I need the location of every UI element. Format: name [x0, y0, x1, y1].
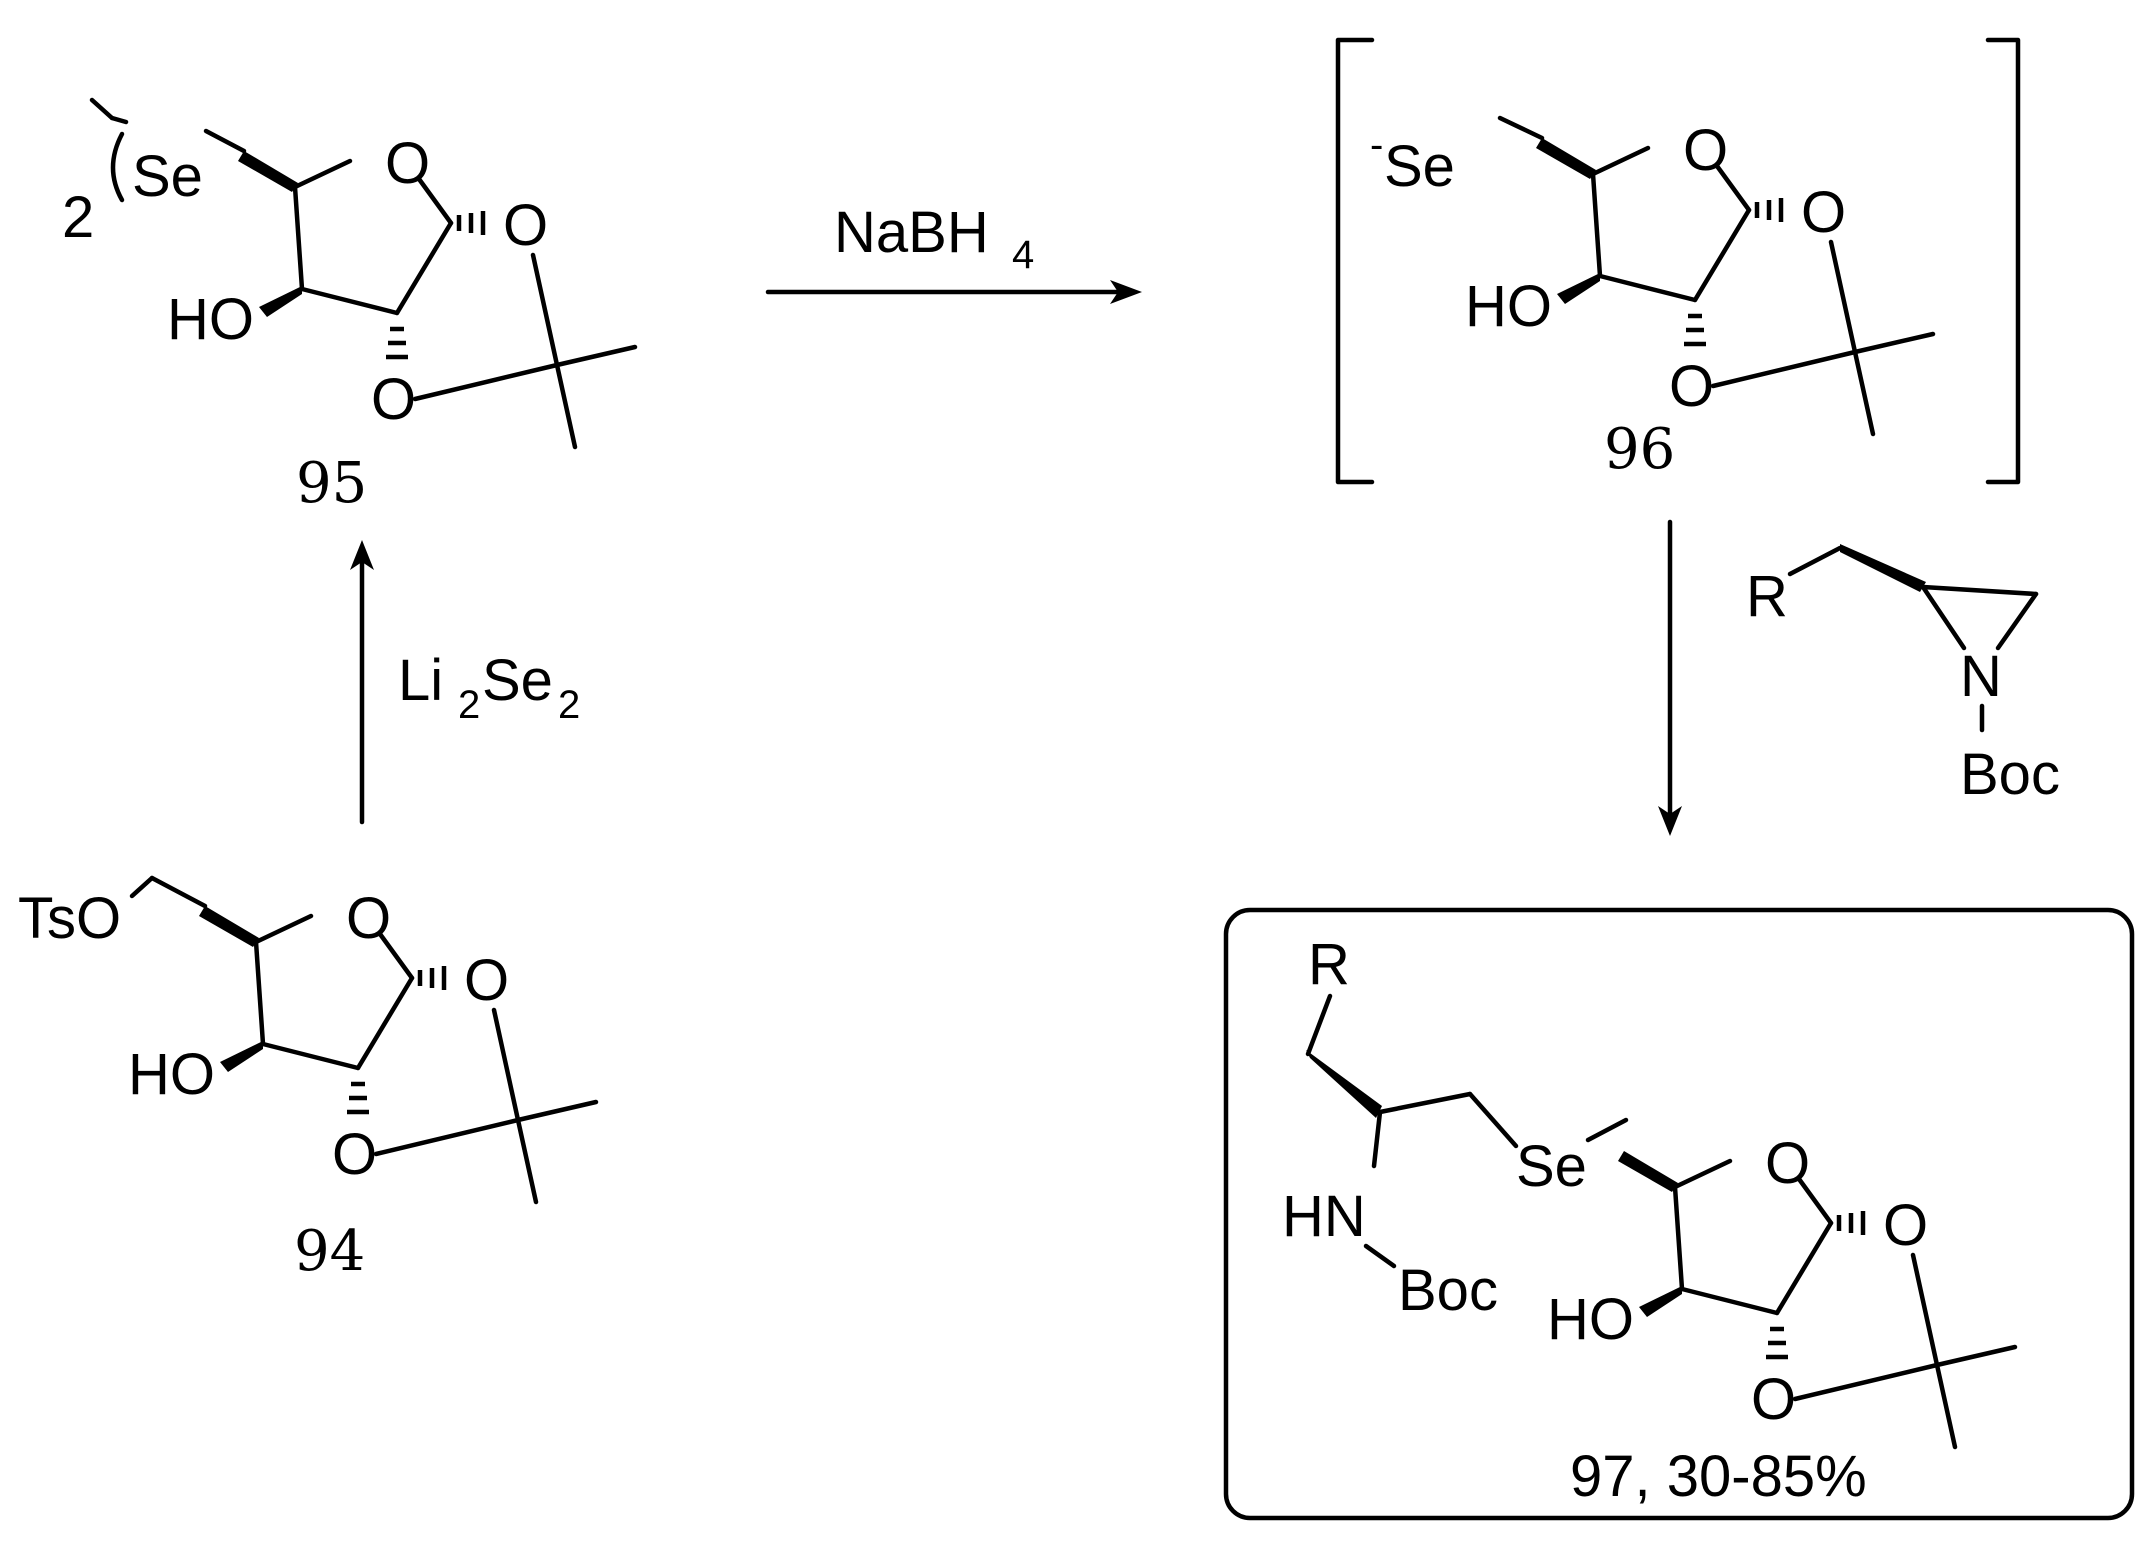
arrow-step2: NaBH 4 [765, 200, 1142, 304]
arrow-step1: Li 2 Se 2 [350, 540, 580, 825]
selenide-anion: Se [1384, 134, 1455, 199]
compound-label-96: 96 [1604, 417, 1675, 482]
product-selenium: Se [1516, 1134, 1587, 1199]
diselenide-multiplier: 2 [62, 185, 94, 250]
reagent-li: Li [398, 648, 443, 713]
selenium-95: Se [132, 144, 203, 209]
compound-label-95: 95 [296, 451, 367, 516]
arrow-step3 [1658, 519, 1682, 836]
tosylate-group: TsO [18, 886, 121, 951]
aziridine-nitrogen: N [1960, 644, 2002, 709]
reagent-nabh-subscript: 4 [1012, 233, 1034, 277]
reagent-nabh: NaBH [834, 200, 989, 265]
aziridine-r-group: R [1746, 564, 1788, 629]
aziridine-reagent: R N Boc [1746, 544, 2060, 807]
compound-label-97: 97, 30-85% [1570, 1444, 1867, 1509]
reagent-se-subscript: 2 [558, 683, 580, 727]
compound-94: TsO 94 [18, 875, 596, 1284]
compound-label-94: 94 [294, 1219, 365, 1284]
compound-96: Se - 96 [1335, 37, 2021, 485]
anion-charge: - [1370, 123, 1383, 167]
product-r-group: R [1308, 932, 1350, 997]
reagent-se: Se [482, 648, 553, 713]
product-amine: HN [1282, 1184, 1366, 1249]
reagent-li-subscript: 2 [458, 683, 480, 727]
compound-95: Se 2 95 [62, 97, 635, 516]
aziridine-boc: Boc [1960, 742, 2060, 807]
product-box: R Se HN Boc 97, 30-85% [1223, 907, 2135, 1521]
product-boc: Boc [1398, 1258, 1498, 1323]
